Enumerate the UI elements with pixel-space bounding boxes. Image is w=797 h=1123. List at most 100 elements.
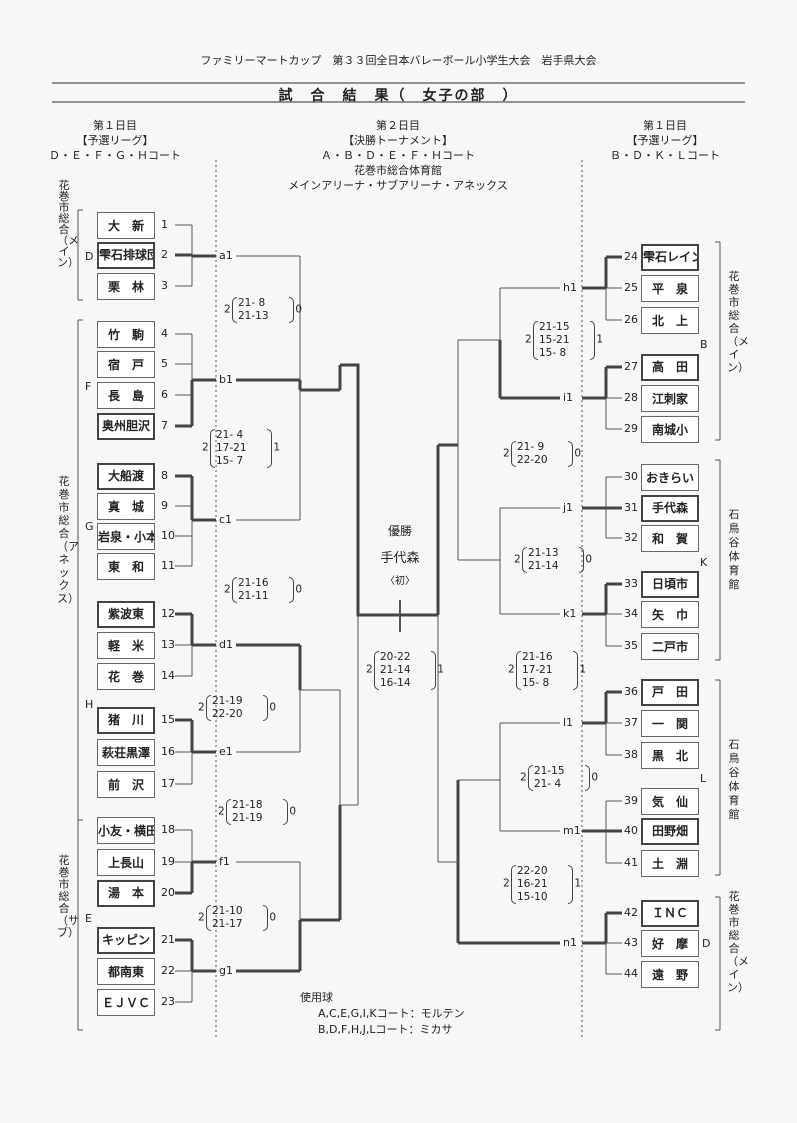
score-left: 2 [525, 333, 532, 346]
set-score: 22-20 [517, 864, 548, 877]
champion-team: 手代森 [380, 551, 420, 566]
team-box-44: 遠 野 [641, 961, 699, 988]
team-number-38: 38 [624, 748, 638, 761]
mark-l1: l1 [563, 716, 574, 729]
set-score: 21-16 [522, 650, 553, 663]
set-score: 22-20 [517, 454, 548, 466]
ball-title: 使用球 [300, 991, 333, 1004]
team-box-27: 高 田 [641, 354, 699, 381]
score-brace-open [522, 547, 527, 573]
team-number-8: 8 [161, 469, 168, 482]
team-number-41: 41 [624, 856, 638, 869]
team-box-23: ＥＪＶＣ [97, 989, 155, 1016]
left-final-path [340, 363, 400, 617]
team-number-27: 27 [624, 360, 638, 373]
score-brace-open [210, 428, 215, 468]
mark-i1: i1 [563, 391, 574, 404]
set-score: 21-14 [528, 560, 559, 572]
team-number-7: 7 [161, 419, 168, 432]
team-number-12: 12 [161, 607, 175, 620]
team-box-14: 花 巻 [97, 663, 155, 690]
set-score: 15-21 [539, 333, 570, 346]
set-score: 15-10 [517, 890, 548, 903]
score-left: 2 [224, 583, 231, 596]
team-number-15: 15 [161, 713, 175, 726]
team-box-24: 雫石レインボーズ [641, 244, 699, 271]
team-box-7: 奥州胆沢 [97, 413, 155, 440]
right-day: 第１日目 [643, 119, 687, 132]
left-court-E: E [85, 912, 92, 925]
right-stage: 【予選リーグ】 [626, 134, 704, 147]
team-number-30: 30 [624, 470, 638, 483]
score-brace-open [232, 577, 237, 603]
right-courts: Ｂ・Ｄ・Ｋ・Ｌコート [610, 149, 720, 162]
score-brace-close [585, 765, 590, 791]
score-brace-close [263, 905, 268, 931]
score-brace-open [232, 297, 237, 323]
mark-e1: e1 [219, 745, 233, 758]
team-box-32: 和 賀 [641, 525, 699, 552]
team-number-43: 43 [624, 936, 638, 949]
set-score: 21-15 [534, 765, 565, 777]
mark-m1: m1 [563, 824, 581, 837]
team-number-14: 14 [161, 669, 175, 682]
right-court-D: D [702, 937, 711, 950]
score-right: 1 [437, 663, 444, 676]
ball-info: 使用球 A,C,E,G,I,Kコート：モルテン B,D,F,H,J,Lコート：ミ… [300, 990, 465, 1038]
team-number-35: 35 [624, 639, 638, 652]
score-left: 2 [198, 701, 205, 714]
set-score: 21-16 [238, 577, 269, 589]
score-brace-open [206, 695, 211, 721]
score-brace-close [579, 547, 584, 573]
left-section-heading: 第１日目 【予選リーグ】 Ｄ・Ｅ・Ｆ・Ｇ・Ｈコート [40, 118, 190, 163]
mark-a1: a1 [219, 249, 233, 262]
mark-f1: f1 [219, 855, 230, 868]
score-brace-close [568, 864, 573, 904]
score-brace-close [289, 297, 294, 323]
champion-block: 優勝 手代森 〈初〉 [370, 522, 430, 587]
set-score: 21-18 [232, 799, 263, 811]
team-number-39: 39 [624, 794, 638, 807]
score-brace-open [374, 650, 379, 690]
score-right: 0 [591, 771, 598, 784]
right-court-L: L [700, 772, 707, 785]
score-right: 1 [596, 333, 603, 346]
set-score: 20-22 [380, 650, 411, 663]
set-score: 15- 7 [216, 454, 244, 467]
right-venue-0: 花巻市総合（メイン） [727, 270, 749, 374]
set-score: 21-15 [539, 320, 570, 333]
team-number-9: 9 [161, 499, 168, 512]
team-number-37: 37 [624, 716, 638, 729]
score-brace-open [226, 799, 231, 825]
center-stage: 【決勝トーナメント】 [343, 134, 453, 147]
score-brace-close [267, 428, 272, 468]
team-box-41: 土 淵 [641, 850, 699, 877]
score-brace-close [283, 799, 288, 825]
team-number-26: 26 [624, 313, 638, 326]
team-number-33: 33 [624, 577, 638, 590]
score-brace-open [533, 320, 538, 360]
left-court-D: D [85, 250, 94, 263]
team-box-34: 矢 巾 [641, 601, 699, 628]
team-box-39: 気 仙 [641, 788, 699, 815]
left-venue-1: 花巻市総合（アネックス） [57, 475, 79, 605]
set-score: 16-14 [380, 676, 411, 689]
set-score: 21- 8 [238, 297, 266, 309]
score-left: 2 [503, 447, 510, 460]
team-number-40: 40 [624, 824, 638, 837]
team-box-22: 都南東 [97, 958, 155, 985]
set-score: 21- 4 [534, 778, 562, 790]
team-number-1: 1 [161, 218, 168, 231]
team-box-37: 一 関 [641, 710, 699, 737]
team-box-31: 手代森 [641, 495, 699, 522]
mark-b1: b1 [219, 373, 233, 386]
team-box-18: 小友・横田 [97, 817, 155, 844]
